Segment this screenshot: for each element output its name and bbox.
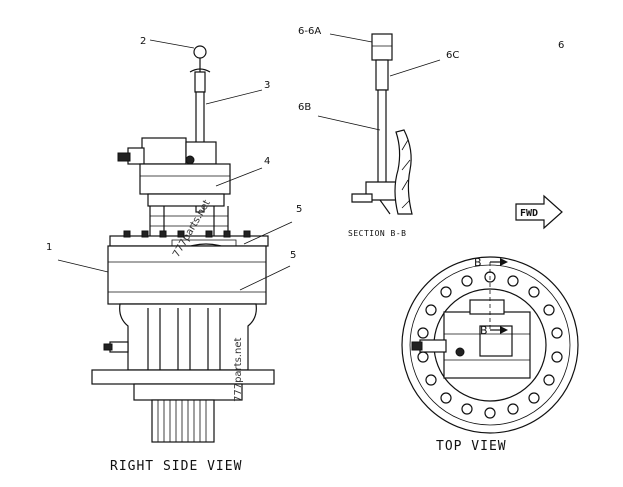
valve-block	[141, 137, 187, 165]
callout-3: 3	[264, 80, 270, 91]
section-marker-mid: B	[480, 324, 488, 337]
watermark-lower: 777parts.net	[233, 338, 244, 402]
fwd-arrow: FWD	[515, 194, 563, 230]
right-side-view-drawing	[91, 45, 275, 443]
pinion-gear	[151, 399, 215, 443]
callout-6: 6	[558, 40, 564, 51]
motor-housing	[139, 163, 231, 195]
callout-5a: 5	[296, 204, 302, 215]
right-side-view-caption: RIGHT SIDE VIEW	[110, 459, 242, 474]
top-view-caption: TOP VIEW	[436, 439, 507, 454]
callout-2: 2	[140, 36, 146, 47]
outer-flange-ring	[401, 256, 579, 434]
section-marker-top: B	[474, 256, 482, 269]
leader-lines-section	[317, 33, 441, 131]
callout-1: 1	[46, 242, 52, 253]
callout-5b: 5	[290, 250, 296, 261]
callout-4: 4	[264, 156, 270, 167]
section-b-b-caption: SECTION B-B	[348, 229, 406, 238]
callout-6c: 6C	[446, 50, 459, 61]
fwd-label: FWD	[520, 208, 538, 219]
callout-6-6a: 6-6A	[298, 26, 321, 37]
mounting-flange	[91, 369, 275, 385]
swing-drive-housing	[107, 245, 267, 305]
plug-6-6a	[371, 33, 393, 61]
callout-6b: 6B	[298, 102, 311, 113]
bolt-holes	[417, 271, 563, 419]
tube-6b	[377, 89, 387, 191]
top-view-drawing	[401, 256, 579, 434]
dipstick-ring	[193, 45, 207, 59]
section-b-b-drawing	[351, 33, 413, 215]
leader-lines-side	[57, 39, 293, 291]
dipstick-cap	[194, 71, 206, 93]
